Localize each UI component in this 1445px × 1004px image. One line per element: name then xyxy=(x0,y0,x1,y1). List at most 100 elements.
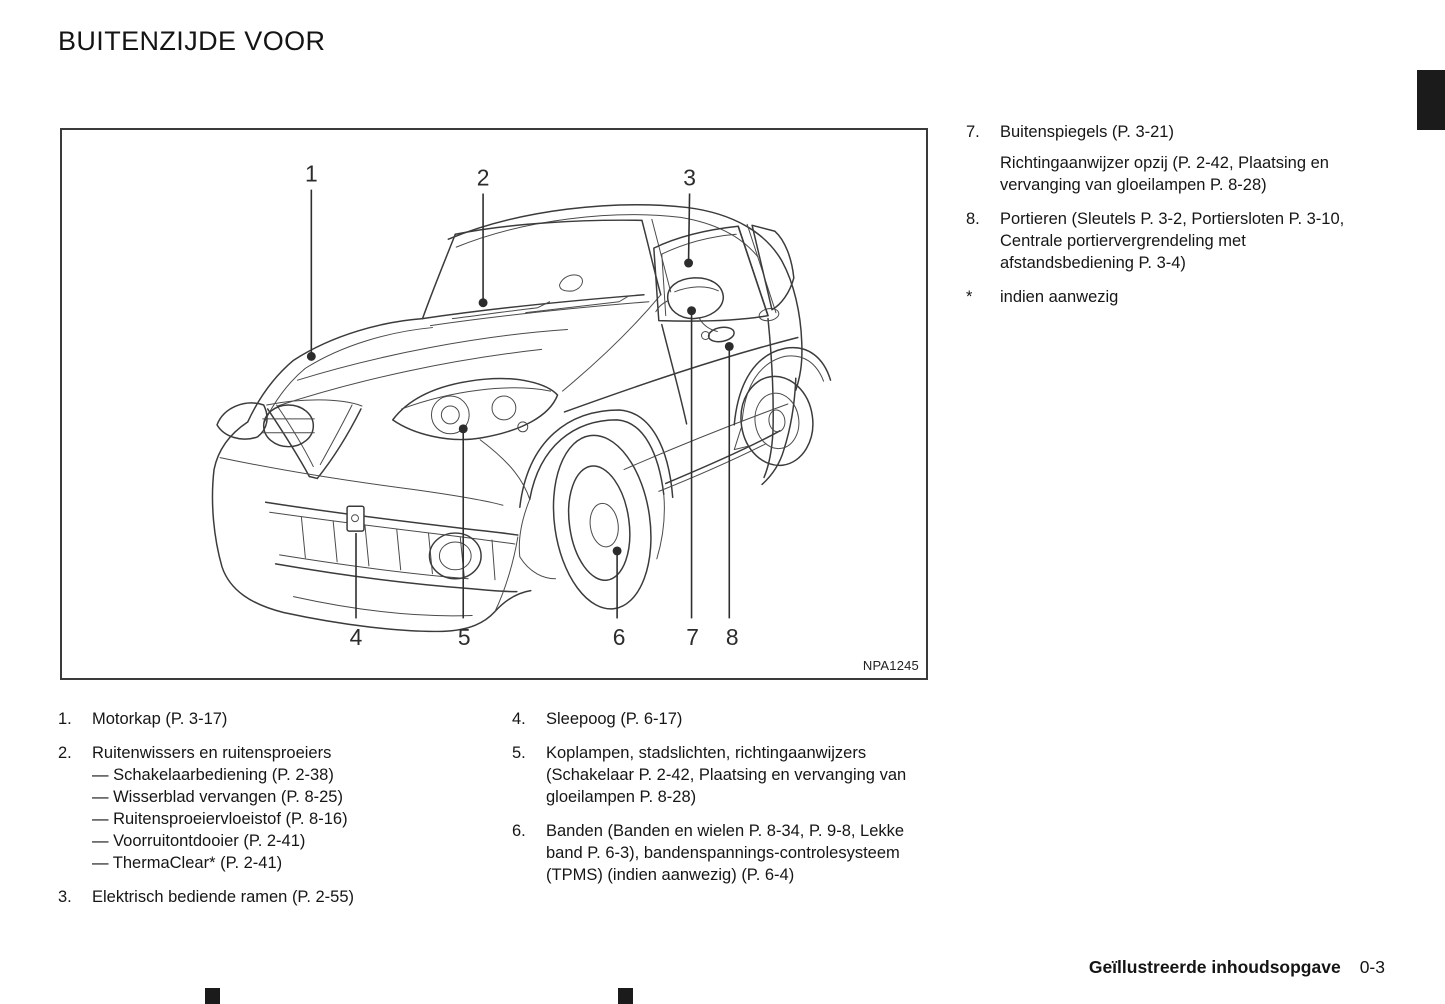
legend-subitem: — Wisserblad vervangen (P. 8-25) xyxy=(92,788,343,806)
far-mirror xyxy=(559,274,583,292)
grille-v-right-inner xyxy=(319,404,353,466)
footer-page-number: 0-3 xyxy=(1359,957,1385,977)
legend-item-label: Buitenspiegels (P. 3-21) xyxy=(1000,123,1174,141)
grille-v-bottom xyxy=(308,475,319,480)
grille-rail-top xyxy=(264,501,519,536)
front-window-frame xyxy=(661,233,737,255)
roof-rail xyxy=(455,214,759,258)
figure-code: NPA1245 xyxy=(862,658,919,673)
callout-3-label: 3 xyxy=(683,165,696,191)
callout-7-dot xyxy=(687,306,697,316)
projector-outer xyxy=(430,395,470,435)
callout-6-label: 6 xyxy=(613,624,626,650)
hood-silhouette xyxy=(247,317,424,423)
footer-section-label: Geïllustreerde inhoudsopgave xyxy=(1088,957,1341,977)
a-pillar xyxy=(641,219,662,296)
front-arch-outer xyxy=(519,409,674,508)
rear-body-edge xyxy=(761,377,797,486)
legend-item-text: Ruitenwissers en ruitensproeiers — Schak… xyxy=(92,742,494,874)
legend-item-note: Richtingaanwijzer opzij (P. 2-42, Plaats… xyxy=(1000,154,1329,194)
tow-hook-dot xyxy=(351,514,359,523)
door-front-edge xyxy=(661,323,688,425)
front-rim xyxy=(567,465,631,582)
legend-item-number: 2. xyxy=(58,744,72,762)
section-tab-marker xyxy=(1417,70,1445,130)
wiper-right xyxy=(525,295,630,314)
legend-item-label: Ruitenwissers en ruitensproeiers xyxy=(92,744,332,762)
callout-4-label: 4 xyxy=(350,624,363,650)
legend-subitem: — ThermaClear* (P. 2-41) xyxy=(92,854,283,872)
legend-item-number: 7. xyxy=(966,123,980,141)
fender-sweep xyxy=(562,294,662,392)
bumper-lip xyxy=(292,596,473,617)
roof-outline xyxy=(447,204,803,391)
callout-2-dot xyxy=(478,298,488,308)
legend-item: 3. Elektrisch bediende ramen (P. 2-55) xyxy=(58,886,494,908)
callout-5-label: 5 xyxy=(458,624,471,650)
callout-6-dot xyxy=(612,546,622,556)
front-tire xyxy=(552,434,652,610)
legend-item-number: 3. xyxy=(58,888,72,906)
grille-rail-bottom xyxy=(274,563,518,593)
rear-hub xyxy=(768,409,786,433)
grille-slats xyxy=(300,516,496,581)
rear-mudflap xyxy=(733,427,751,451)
door-gap xyxy=(763,317,774,479)
legend-item: 7. Buitenspiegels (P. 3-21) Richtingaanw… xyxy=(966,121,1380,196)
bumper-corner xyxy=(494,536,519,612)
legend-middle: 4. Sleepoog (P. 6-17) 5. Koplampen, stad… xyxy=(512,708,932,898)
door-keyhole xyxy=(700,331,710,340)
left-headlight xyxy=(216,402,268,440)
grille-top xyxy=(266,399,363,407)
char-line-lower xyxy=(623,403,789,471)
grille-rail-top-inner xyxy=(269,511,516,545)
legend-subitem: — Schakelaarbediening (P. 2-38) xyxy=(92,766,334,784)
callout-2-label: 2 xyxy=(477,165,490,191)
front-arch-inner xyxy=(528,419,665,501)
legend-item: 5. Koplampen, stadslichten, richtingaanw… xyxy=(512,742,932,808)
callout-3-line xyxy=(687,193,691,260)
legend-item-text: indien aanwezig xyxy=(1000,288,1119,306)
arch-front-lower xyxy=(518,498,557,580)
headlight xyxy=(391,377,559,441)
front-hub xyxy=(589,502,619,548)
wiper-left xyxy=(451,301,551,320)
windshield-top xyxy=(454,219,643,235)
legend-item-number: * xyxy=(966,288,973,306)
tow-hook-cover xyxy=(346,505,365,532)
legend-right: 7. Buitenspiegels (P. 3-21) Richtingaanw… xyxy=(966,121,1380,320)
callout-5-dot xyxy=(458,424,468,434)
rear-tire xyxy=(740,375,814,467)
bumper-upper-line xyxy=(219,457,504,506)
grille-v-left xyxy=(266,408,311,478)
callouts: 1 2 3 4 5 6 7 8 xyxy=(305,161,739,651)
legend-item-text: Buitenspiegels (P. 3-21) Richtingaanwijz… xyxy=(1000,121,1380,196)
b-pillar xyxy=(737,225,769,317)
hood-gap xyxy=(263,327,433,425)
legend-subitem: — Ruitensproeiervloeistof (P. 8-16) xyxy=(92,810,348,828)
figure-box: 1 2 3 4 5 6 7 8 NPA1245 xyxy=(60,128,928,680)
quarter-window xyxy=(751,224,795,311)
side-mirror xyxy=(666,277,725,320)
brand-badge xyxy=(262,404,315,448)
legend-item: 4. Sleepoog (P. 6-17) xyxy=(512,708,932,730)
grille-v-left-inner xyxy=(276,404,314,468)
legend-item-text: Koplampen, stadslichten, richtingaanwijz… xyxy=(546,744,907,806)
callout-3-dot xyxy=(684,258,694,268)
rear-arch-outer xyxy=(733,346,832,426)
projector-tiny xyxy=(517,421,529,433)
legend-item-text: Portieren (Sleutels P. 3-2, Portierslote… xyxy=(1000,210,1345,272)
legend-item: * indien aanwezig xyxy=(966,286,1380,308)
bumper-outline xyxy=(211,421,532,633)
crop-mark xyxy=(618,988,633,1004)
char-line-upper xyxy=(563,336,799,413)
door-handle-front xyxy=(707,326,735,343)
callout-8-label: 8 xyxy=(726,624,739,650)
cowl-line xyxy=(421,294,645,320)
hood-crease-1 xyxy=(296,329,568,381)
projector-inner xyxy=(440,405,460,425)
callout-1-label: 1 xyxy=(305,161,318,187)
legend-item-text: Motorkap (P. 3-17) xyxy=(92,710,228,728)
callout-1-dot xyxy=(306,351,316,361)
legend-item-number: 6. xyxy=(512,822,526,840)
